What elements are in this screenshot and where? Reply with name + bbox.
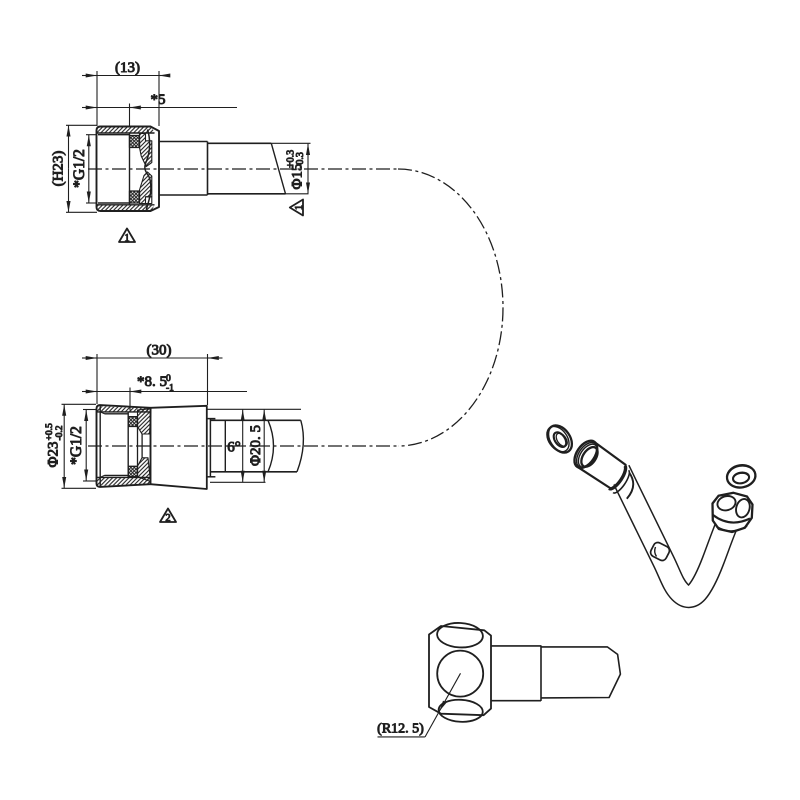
- svg-text:*G1/2: *G1/2: [71, 149, 88, 188]
- svg-text:Φ15: Φ15: [290, 164, 306, 190]
- svg-text:Φ20. 5: Φ20. 5: [248, 425, 264, 466]
- svg-text:(30): (30): [147, 343, 172, 359]
- svg-text:Φ23: Φ23: [46, 442, 62, 468]
- svg-text:-1: -1: [166, 384, 174, 394]
- svg-text:-0.2: -0.2: [55, 425, 65, 440]
- svg-text:-0.3: -0.3: [295, 152, 306, 168]
- svg-text:(H23): (H23): [50, 151, 66, 187]
- svg-text:+0.3: +0.3: [286, 150, 297, 168]
- svg-text:+0.5: +0.5: [45, 423, 55, 440]
- svg-text:*8. 5: *8. 5: [137, 374, 167, 390]
- svg-text:*5: *5: [151, 92, 166, 108]
- svg-text:1: 1: [124, 233, 129, 244]
- svg-text:6°: 6°: [227, 440, 241, 456]
- svg-text:1: 1: [294, 205, 305, 210]
- svg-text:*G1/2: *G1/2: [68, 426, 85, 465]
- svg-text:0: 0: [166, 374, 171, 384]
- svg-text:(13): (13): [115, 60, 140, 76]
- svg-text:2: 2: [165, 513, 170, 524]
- svg-text:(R12. 5): (R12. 5): [377, 722, 424, 737]
